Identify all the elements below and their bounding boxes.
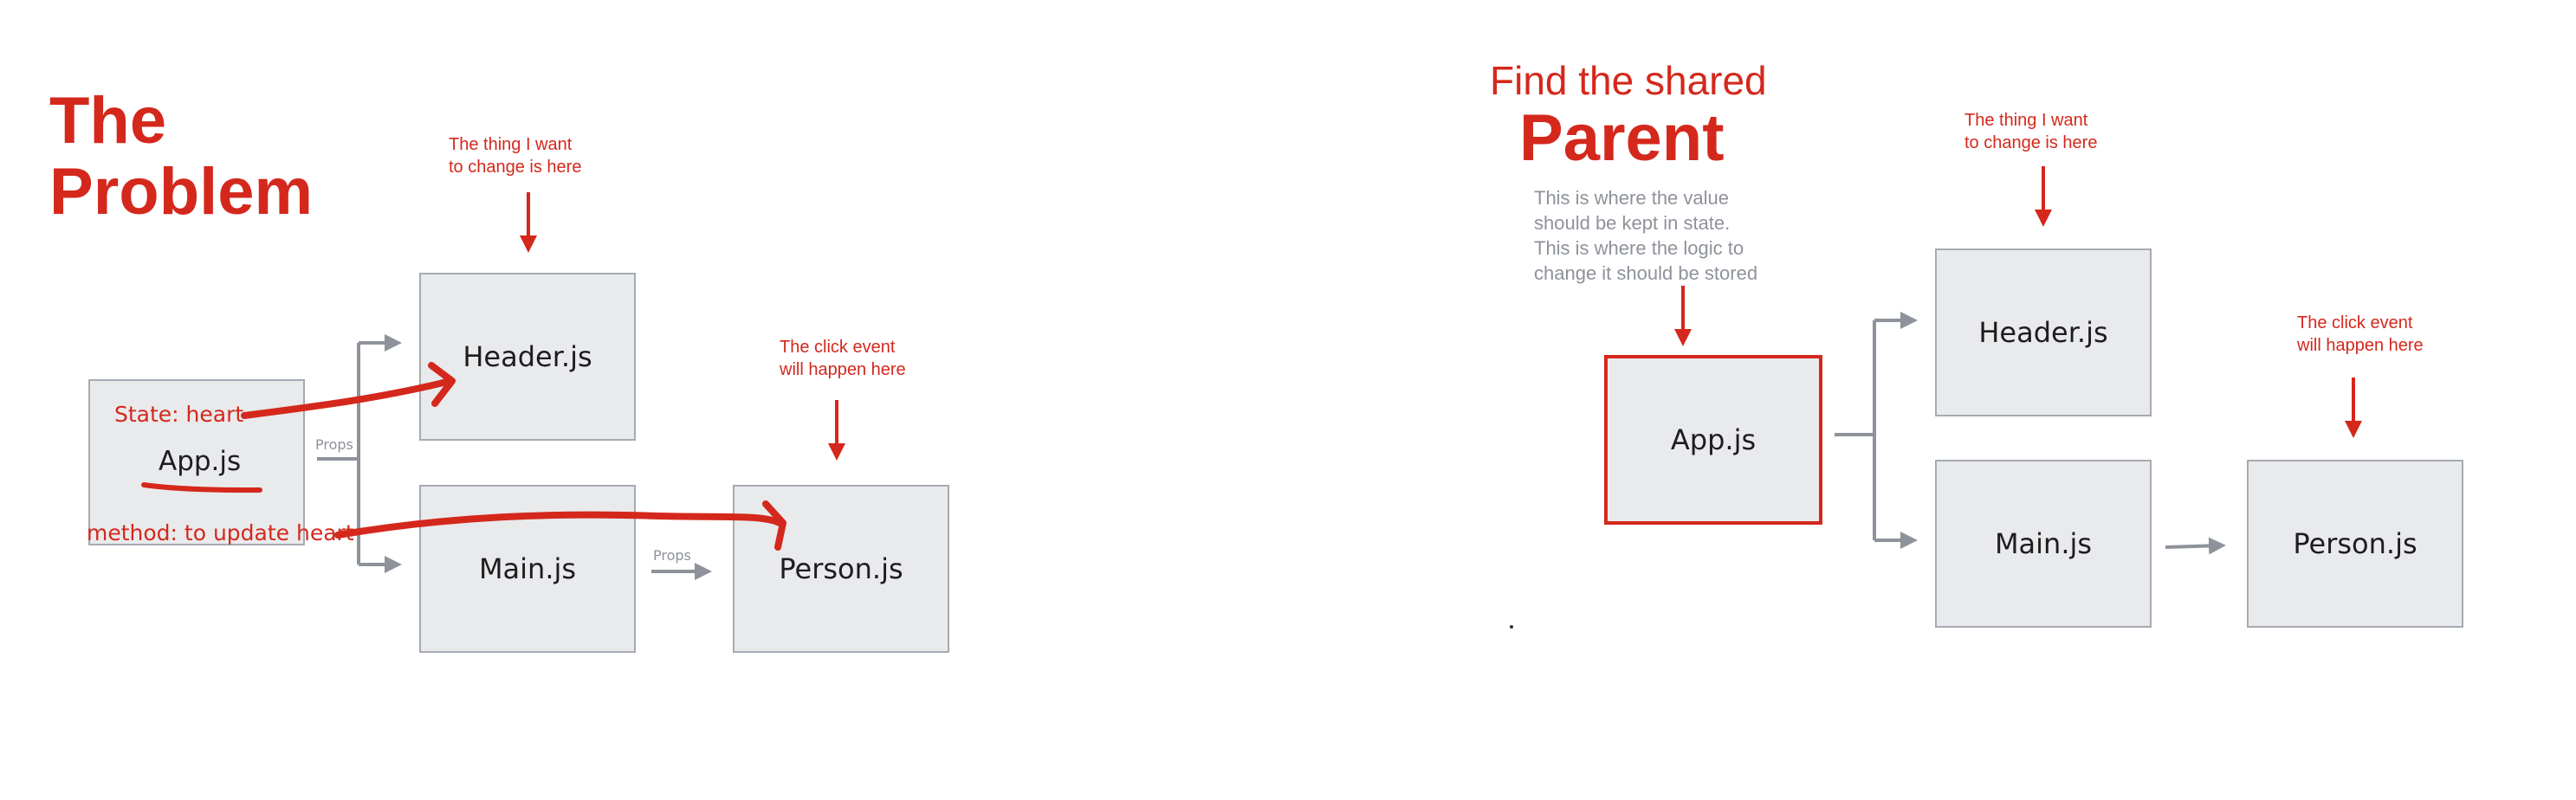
method-to-person-stroke-head	[762, 500, 786, 551]
right-note-header-line1: The thing I want	[1964, 111, 2088, 130]
right-desc-line1: This is where the value	[1534, 187, 1729, 209]
left-note-header: The thing I want to change is here	[449, 133, 581, 178]
left-title-line1: The	[49, 84, 167, 158]
method-to-person-stroke	[334, 511, 783, 539]
right-main-box: Main.js	[1935, 460, 2152, 628]
right-desc-line2: should be kept in state.	[1534, 212, 1731, 234]
state-to-header-stroke-head	[428, 362, 456, 407]
right-title-line2: Parent	[1519, 101, 1725, 175]
right-person-box: Person.js	[2247, 460, 2463, 628]
right-desc-line4: change it should be stored	[1534, 262, 1758, 284]
right-header-box: Header.js	[1935, 248, 2152, 416]
left-note-click-line2: will happen here	[780, 360, 906, 379]
left-state-label: State: heart	[114, 402, 244, 427]
left-note-click-line1: The click event	[780, 338, 896, 357]
left-app-box	[88, 379, 305, 545]
right-title-line1: Find the shared	[1490, 58, 1767, 103]
right-branch-connector	[1835, 312, 1918, 549]
right-desc-line3: This is where the logic to	[1534, 237, 1744, 259]
right-app-box: App.js	[1604, 355, 1822, 525]
right-description: This is where the value should be kept i…	[1534, 185, 1757, 286]
left-props-label-1: Props	[315, 436, 353, 453]
state-to-header-stroke	[241, 377, 454, 419]
right-note-click: The click event will happen here	[2297, 312, 2424, 357]
right-note-click-line1: The click event	[2297, 313, 2413, 332]
right-note-header: The thing I want to change is here	[1964, 109, 2097, 154]
app-underline-stroke	[141, 482, 262, 493]
left-note-click: The click event will happen here	[780, 336, 906, 381]
left-header-box: Header.js	[419, 273, 636, 441]
left-props-branch-connector	[317, 334, 402, 573]
right-note-click-line2: will happen here	[2297, 336, 2424, 355]
left-title-line2: Problem	[49, 155, 314, 229]
left-method-label: method: to update heart	[87, 520, 354, 545]
left-props-label-2: Props	[653, 547, 691, 564]
left-note-header-line2: to change is here	[449, 158, 582, 177]
left-person-box: Person.js	[733, 485, 949, 653]
stray-dot	[1510, 625, 1513, 629]
right-main-to-person-arrow	[2165, 537, 2226, 555]
left-app-label: App.js	[159, 446, 242, 477]
right-note-header-line2: to change is here	[1964, 133, 2098, 152]
left-note-header-line1: The thing I want	[449, 135, 573, 154]
